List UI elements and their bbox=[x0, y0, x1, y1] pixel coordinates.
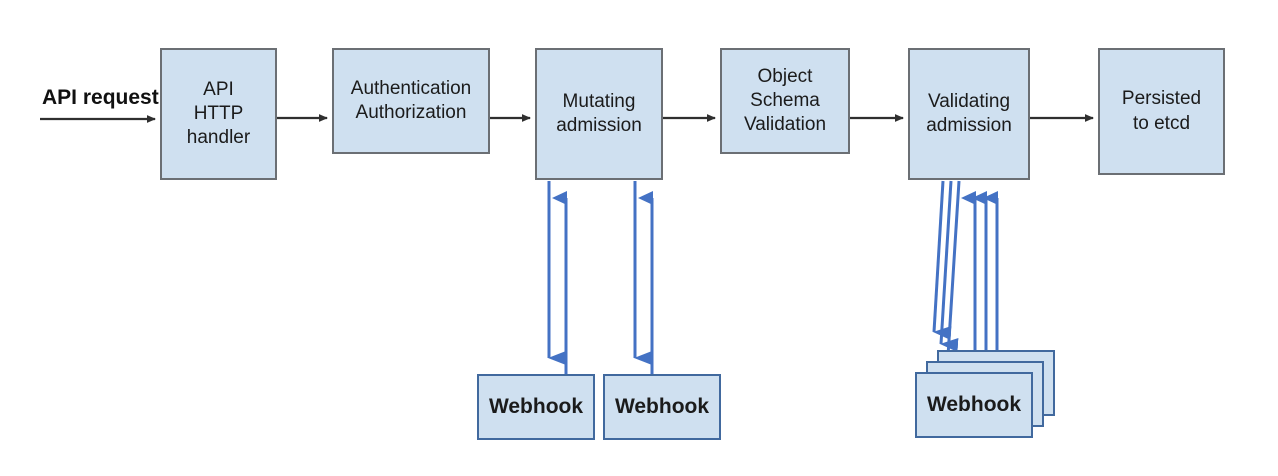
stage-mutating-admission[interactable]: Mutating admission bbox=[535, 48, 663, 180]
stage-persisted-to-etcd[interactable]: Persisted to etcd bbox=[1098, 48, 1225, 175]
stage-object-schema-validation[interactable]: Object Schema Validation bbox=[720, 48, 850, 154]
connector-validating-to-webhook-stack-down-2 bbox=[939, 180, 959, 353]
webhook-box-mutating-2[interactable]: Webhook bbox=[603, 374, 721, 440]
stage-authentication-authorization[interactable]: Authentication Authorization bbox=[332, 48, 490, 154]
webhook-box-mutating-1[interactable]: Webhook bbox=[477, 374, 595, 440]
stage-validating-admission[interactable]: Validating admission bbox=[908, 48, 1030, 180]
webhook-box-validating-stack-front[interactable]: Webhook bbox=[915, 372, 1033, 438]
connector-validating-to-webhook-stack-down-3 bbox=[946, 180, 966, 365]
api-request-label: API request bbox=[42, 86, 159, 109]
connector-validating-to-webhook-stack-down-1 bbox=[932, 180, 952, 340]
stage-api-http-handler[interactable]: API HTTP handler bbox=[160, 48, 277, 180]
